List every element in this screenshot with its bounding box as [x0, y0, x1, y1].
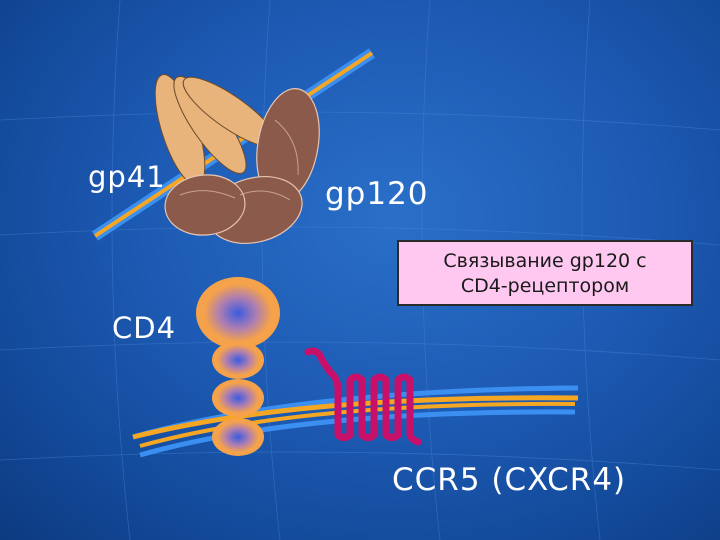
callout-line-1: Связывание gp120 с [443, 250, 647, 272]
cd4-label: CD4 [112, 311, 177, 345]
cd4-receptor [196, 277, 280, 456]
binding-callout: Связывание gp120 с CD4-рецептором [397, 240, 693, 306]
ccr5-label: CCR5 (CXCR4) [392, 462, 627, 498]
gp41-shape [154, 74, 278, 186]
cd4-domain-d4 [212, 418, 264, 456]
gp120-shape [164, 88, 320, 244]
cell-membrane [132, 385, 579, 458]
cd4-domain-d3 [212, 379, 264, 417]
ccr5-receptor [304, 347, 422, 446]
callout-line-2: CD4-рецептором [460, 275, 630, 297]
gp41-label: gp41 [88, 160, 166, 194]
gp120-label: gp120 [325, 176, 429, 212]
cd4-domain-d2 [212, 341, 264, 379]
cd4-domain-d1 [196, 277, 280, 349]
